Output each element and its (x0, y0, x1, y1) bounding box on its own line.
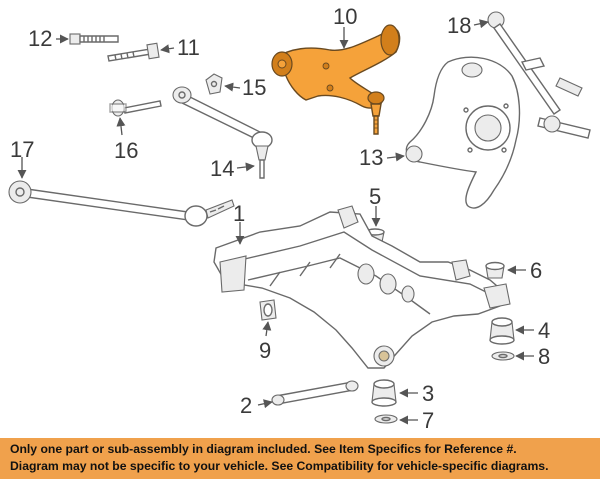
callout-11: 11 (177, 35, 200, 60)
bolt-16 (109, 99, 162, 117)
callout-9: 9 (259, 338, 271, 363)
callout-7: 7 (422, 408, 434, 433)
disclaimer-line-1: Only one part or sub-assembly in diagram… (10, 442, 517, 456)
callout-14: 14 (210, 156, 234, 181)
leader-15 (224, 82, 241, 92)
callout-17: 17 (10, 137, 34, 162)
washer-7 (374, 414, 398, 424)
bolt-12 (69, 33, 119, 45)
callout-3: 3 (422, 381, 434, 406)
mount-4 (489, 317, 515, 345)
callout-15: 15 (242, 75, 266, 100)
leader-9 (262, 321, 272, 337)
bolt-11 (107, 42, 160, 62)
link-2 (271, 380, 359, 406)
control-arm-10 (271, 24, 401, 135)
callout-1: 1 (233, 201, 245, 226)
callout-18: 18 (447, 13, 471, 38)
callout-8: 8 (538, 344, 550, 369)
callout-13: 13 (359, 145, 383, 170)
mount-3 (371, 379, 397, 407)
leader-11 (160, 44, 175, 54)
callout-2: 2 (240, 393, 252, 418)
leader-14 (236, 162, 255, 172)
ball-joint-14 (251, 131, 273, 179)
callout-4: 4 (538, 318, 550, 343)
callout-16: 16 (114, 138, 138, 163)
washer-8 (491, 351, 515, 361)
callout-5: 5 (369, 184, 381, 209)
knuckle-13 (405, 56, 521, 209)
bushing-9 (259, 299, 277, 321)
callout-12: 12 (28, 26, 52, 51)
link-17 (8, 180, 235, 227)
upper-link (172, 86, 265, 142)
leader-16 (116, 117, 126, 136)
leader-2 (257, 399, 273, 409)
callout-6: 6 (530, 258, 542, 283)
leader-13 (386, 152, 405, 162)
disclaimer-line-2: Diagram may not be specific to your vehi… (10, 459, 549, 473)
callout-10: 10 (333, 4, 357, 29)
bushing-6 (485, 261, 505, 279)
disclaimer-banner: Only one part or sub-assembly in diagram… (0, 438, 600, 479)
bracket-15 (205, 73, 223, 95)
leader-18 (473, 19, 489, 29)
subframe-1 (213, 205, 511, 369)
